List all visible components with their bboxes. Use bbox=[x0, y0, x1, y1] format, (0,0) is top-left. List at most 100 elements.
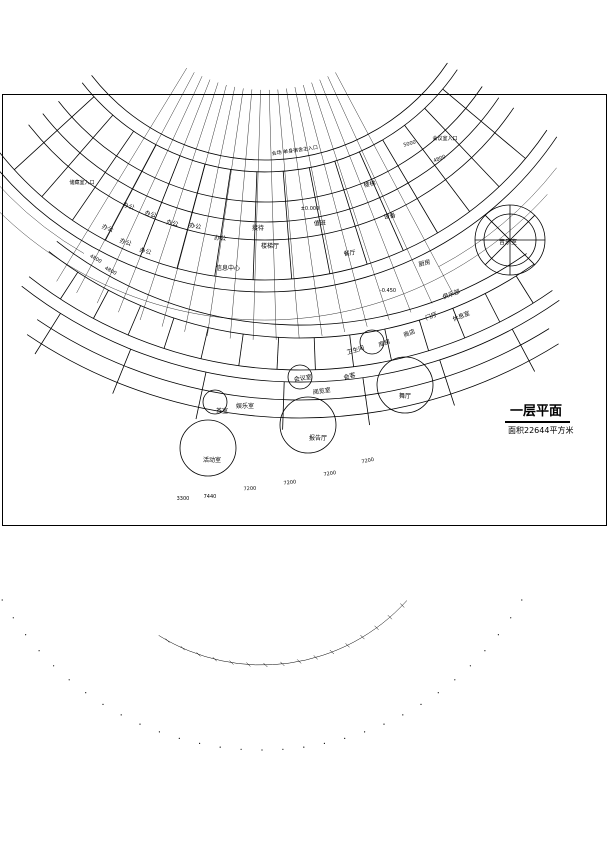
label-dimensions-bottom_b: 7440 bbox=[204, 494, 217, 500]
label-dimensions-level_a: ±0.000 bbox=[301, 206, 320, 212]
partition-wall bbox=[140, 155, 181, 257]
tick-mark bbox=[212, 657, 217, 662]
partition-wall bbox=[359, 151, 404, 251]
dot bbox=[1, 599, 3, 601]
dim-extension bbox=[195, 372, 207, 420]
lower-partition bbox=[452, 308, 466, 339]
label-rooms-service_center: 信息中心 bbox=[216, 264, 240, 272]
lower-partition bbox=[163, 317, 175, 349]
label-rooms-office: 办公 bbox=[214, 234, 227, 243]
dot bbox=[158, 731, 160, 733]
lower-partition bbox=[276, 337, 279, 370]
label-rooms-conference: 会议室 bbox=[293, 373, 312, 383]
label-rooms-equipment: 设备 bbox=[383, 211, 396, 221]
partition-wall bbox=[105, 144, 157, 241]
label-rooms-store: 库房 bbox=[377, 337, 391, 349]
label-rooms-meeting: 会客 bbox=[343, 371, 357, 382]
label-dimensions-left_a: 4800 bbox=[88, 253, 102, 265]
lower-partition bbox=[418, 320, 429, 351]
area-label: 面积 bbox=[508, 426, 524, 435]
dot bbox=[420, 703, 422, 706]
label-dimensions-top_right_b: 4800 bbox=[433, 154, 447, 164]
dim-extension bbox=[362, 377, 370, 426]
area-note: 面积22644平方米 bbox=[508, 425, 573, 436]
dot bbox=[454, 679, 456, 681]
grid-ray bbox=[252, 89, 261, 340]
label-rooms-lobby2: 楼梯厅 bbox=[261, 242, 279, 250]
partition-wall bbox=[252, 171, 258, 280]
grid-ray bbox=[76, 72, 195, 293]
grid-ray bbox=[97, 76, 203, 304]
dot bbox=[25, 634, 27, 636]
round-room bbox=[179, 419, 237, 477]
dot bbox=[139, 723, 141, 725]
round-room-division bbox=[509, 239, 535, 265]
label-rooms-stair: 楼梯 bbox=[363, 179, 376, 189]
lower-partition bbox=[515, 275, 534, 304]
tick-mark bbox=[400, 603, 405, 608]
label-rooms-shop: 商店 bbox=[402, 327, 416, 339]
dot bbox=[437, 692, 439, 694]
dot bbox=[240, 748, 242, 750]
wall-arc bbox=[91, 62, 448, 161]
label-rooms-duty: 值班 bbox=[313, 218, 326, 227]
round-room bbox=[376, 356, 434, 414]
dot bbox=[323, 742, 325, 745]
partition-wall bbox=[14, 96, 95, 170]
tick-mark bbox=[360, 634, 365, 640]
label-rooms-dining: 餐厅 bbox=[343, 248, 356, 258]
dot bbox=[364, 731, 366, 733]
dot bbox=[402, 714, 404, 716]
tick-mark bbox=[313, 655, 318, 660]
label-rooms-tea: 茶室 bbox=[216, 407, 228, 415]
dot bbox=[38, 650, 40, 652]
grid-ray bbox=[335, 72, 453, 294]
lower-wall-arc bbox=[28, 276, 553, 371]
label-rooms-office: 办公 bbox=[122, 200, 136, 211]
grid-ray bbox=[184, 86, 235, 332]
partition-wall bbox=[308, 167, 331, 274]
round-room bbox=[287, 364, 313, 390]
partition-wall bbox=[214, 169, 232, 277]
round-rooms bbox=[179, 204, 546, 477]
area-unit: 平方米 bbox=[549, 426, 574, 435]
partition-wall bbox=[404, 125, 470, 212]
tick-mark bbox=[263, 662, 268, 668]
lower-partition bbox=[93, 290, 109, 319]
tick-mark bbox=[297, 659, 302, 664]
label-rooms-toilet: 卫生间 bbox=[346, 344, 366, 357]
partition-wall bbox=[442, 88, 526, 159]
label-dimensions-bottom_f: 7200 bbox=[361, 457, 375, 466]
dim-extension bbox=[34, 313, 61, 355]
lower-wall-arc bbox=[48, 251, 535, 339]
grid-ray bbox=[229, 89, 253, 339]
label-rooms-office: 办公 bbox=[101, 222, 115, 234]
grid-ray bbox=[277, 89, 300, 339]
grid-ray bbox=[139, 82, 219, 321]
grid-ray bbox=[327, 76, 433, 304]
label-entrances-left: 储藏室入口 bbox=[69, 179, 94, 186]
wall-arc bbox=[42, 97, 500, 223]
label-dimensions-top_right_a: 5000 bbox=[403, 139, 417, 148]
label-dimensions-bottom_d: 7200 bbox=[283, 479, 296, 486]
building-walls bbox=[0, 62, 558, 293]
partition-wall bbox=[424, 108, 500, 187]
lower-partition bbox=[200, 327, 209, 359]
label-rooms-activity: 活动室 bbox=[203, 456, 221, 464]
dot bbox=[521, 599, 523, 601]
dot bbox=[497, 634, 499, 636]
tick-mark bbox=[280, 661, 285, 667]
label-dimensions-bottom_e: 7200 bbox=[323, 470, 337, 478]
label-rooms-reception: 接待 bbox=[252, 224, 264, 232]
lower-partition bbox=[313, 337, 316, 370]
dim-extension bbox=[112, 348, 132, 394]
grid-ray bbox=[269, 89, 277, 340]
label-rooms-office: 办公 bbox=[119, 236, 133, 247]
tick-mark bbox=[387, 615, 393, 620]
drawing-title: 一层平面 bbox=[510, 404, 563, 419]
tick-mark bbox=[246, 662, 251, 667]
round-room bbox=[279, 396, 337, 454]
tick-mark bbox=[345, 643, 350, 648]
radial-grid-lines bbox=[56, 67, 453, 340]
dot bbox=[469, 665, 471, 667]
